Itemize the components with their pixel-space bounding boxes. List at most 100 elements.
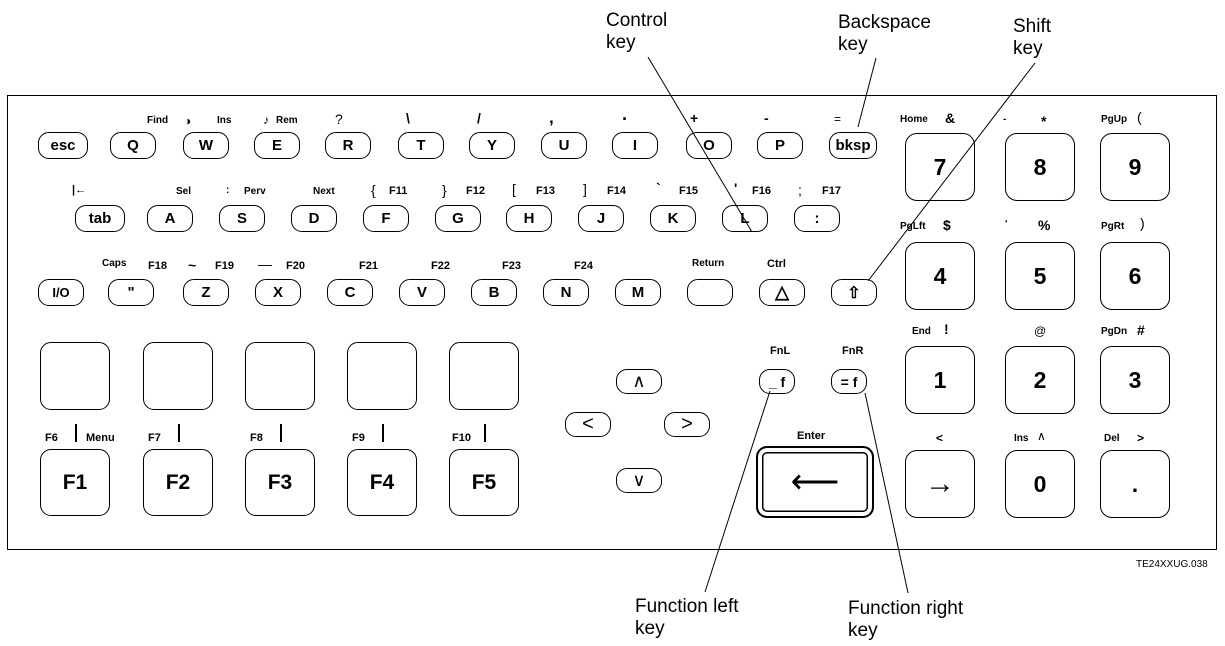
colon-sub-label-1: ;	[798, 182, 802, 198]
d-key[interactable]: D	[291, 205, 337, 232]
numpad-arrow-key[interactable]: →	[905, 450, 975, 518]
numpad-2-key[interactable]: 2	[1005, 346, 1075, 414]
c-sub-label: F21	[359, 260, 378, 272]
h-key[interactable]: H	[506, 205, 552, 232]
k2-sub-b: @	[1034, 324, 1047, 338]
numpad-0-key[interactable]: 0	[1005, 450, 1075, 518]
l-key[interactable]: L	[722, 205, 768, 232]
colon-key[interactable]: :	[794, 205, 840, 232]
enter-key[interactable]: ⟵	[756, 446, 874, 518]
c-key[interactable]: C	[327, 279, 373, 306]
f5-key[interactable]: F5	[449, 449, 519, 516]
arrow-down-key[interactable]: ∨	[616, 468, 662, 493]
q-key[interactable]: Q	[110, 132, 156, 159]
control-leader-line	[647, 56, 753, 233]
k5-sub-a: '	[1005, 219, 1008, 230]
numpad-4-key[interactable]: 4	[905, 242, 975, 310]
note-icon: ♪	[263, 113, 269, 127]
m-key[interactable]: M	[615, 279, 661, 306]
z-sub-label-1: ~	[188, 257, 197, 273]
io-key[interactable]: I/O	[38, 279, 84, 306]
shift-key[interactable]: ⇧	[831, 279, 877, 306]
b-key[interactable]: B	[471, 279, 517, 306]
n-sub-label: F24	[574, 260, 593, 272]
k4-sub-a: PgLft	[900, 221, 926, 232]
numpad-5-key[interactable]: 5	[1005, 242, 1075, 310]
menu-label: Menu	[86, 432, 115, 444]
f10-label: F10	[452, 432, 471, 444]
v-key[interactable]: V	[399, 279, 445, 306]
a-key[interactable]: A	[147, 205, 193, 232]
numpad-3-key[interactable]: 3	[1100, 346, 1170, 414]
function-right-key-callout: Function right key	[848, 598, 964, 641]
f1-key[interactable]: F1	[40, 449, 110, 516]
fn-right-leader-line	[864, 392, 909, 594]
numpad-dot-key[interactable]: .	[1100, 450, 1170, 518]
esc-key[interactable]: esc	[38, 132, 88, 159]
z-key[interactable]: Z	[183, 279, 229, 306]
arrow-right-key[interactable]: >	[664, 412, 710, 437]
p-key[interactable]: P	[757, 132, 803, 159]
blank-key-2[interactable]	[143, 342, 213, 410]
l-sub-label-2: F16	[752, 185, 771, 197]
w-key[interactable]: W	[183, 132, 229, 159]
k1-sub-a: End	[912, 326, 931, 337]
j-key[interactable]: J	[578, 205, 624, 232]
k4-sub-b: $	[943, 217, 951, 233]
return-sub-label: Return	[692, 258, 725, 269]
k-key[interactable]: K	[650, 205, 696, 232]
n-key[interactable]: N	[543, 279, 589, 306]
numpad-7-key[interactable]: 7	[905, 133, 975, 201]
arrow-key-sub-label: <	[936, 431, 944, 445]
blank-key-3[interactable]	[245, 342, 315, 410]
blank-key-1[interactable]	[40, 342, 110, 410]
ctrl-key[interactable]: △	[759, 279, 805, 306]
f8-label: F8	[250, 432, 263, 444]
h-sub-label-1: [	[512, 181, 516, 197]
q-sub-label: Find	[147, 115, 169, 126]
y-key[interactable]: Y	[469, 132, 515, 159]
tab-key[interactable]: tab	[75, 205, 125, 232]
arrow-left-key[interactable]: <	[565, 412, 611, 437]
t-key[interactable]: T	[398, 132, 444, 159]
del-sub-a: Del	[1104, 433, 1120, 444]
g-key[interactable]: G	[435, 205, 481, 232]
numpad-9-key[interactable]: 9	[1100, 133, 1170, 201]
r-key[interactable]: R	[325, 132, 371, 159]
fn-left-key[interactable]: _ f	[759, 369, 795, 394]
numpad-8-key[interactable]: 8	[1005, 133, 1075, 201]
d-sub-label: Next	[313, 186, 335, 197]
k-sub-label-1: `	[656, 180, 661, 196]
numpad-1-key[interactable]: 1	[905, 346, 975, 414]
f4-key[interactable]: F4	[347, 449, 417, 516]
v-sub-label: F22	[431, 260, 450, 272]
shift-leader-line	[867, 62, 1036, 282]
f7-label: F7	[148, 432, 161, 444]
k9-sub-b: (	[1137, 109, 1142, 125]
f3-key[interactable]: F3	[245, 449, 315, 516]
return-key[interactable]	[687, 279, 733, 306]
s-sub-label-2: Perv	[244, 186, 266, 197]
s-key[interactable]: S	[219, 205, 265, 232]
e-key[interactable]: E	[254, 132, 300, 159]
arrow-up-key[interactable]: ∧	[616, 369, 662, 394]
figure-code: TE24XXUG.038	[1136, 559, 1208, 570]
k3-sub-a: PgDn	[1101, 326, 1128, 337]
k6-sub-b: )	[1140, 215, 1145, 231]
o-key[interactable]: O	[686, 132, 732, 159]
u-key[interactable]: U	[541, 132, 587, 159]
f-key[interactable]: F	[363, 205, 409, 232]
numpad-6-key[interactable]: 6	[1100, 242, 1170, 310]
k7-sub-b: &	[945, 110, 956, 126]
fn-right-key[interactable]: = f	[831, 369, 867, 394]
bksp-key[interactable]: bksp	[829, 132, 877, 159]
quote-key[interactable]: "	[108, 279, 154, 306]
x-key[interactable]: X	[255, 279, 301, 306]
blank-key-4[interactable]	[347, 342, 417, 410]
i-key[interactable]: I	[612, 132, 658, 159]
f5-divider	[484, 424, 486, 442]
quote-sub-label-1: Caps	[102, 258, 127, 269]
blank-key-5[interactable]	[449, 342, 519, 410]
f2-key[interactable]: F2	[143, 449, 213, 516]
